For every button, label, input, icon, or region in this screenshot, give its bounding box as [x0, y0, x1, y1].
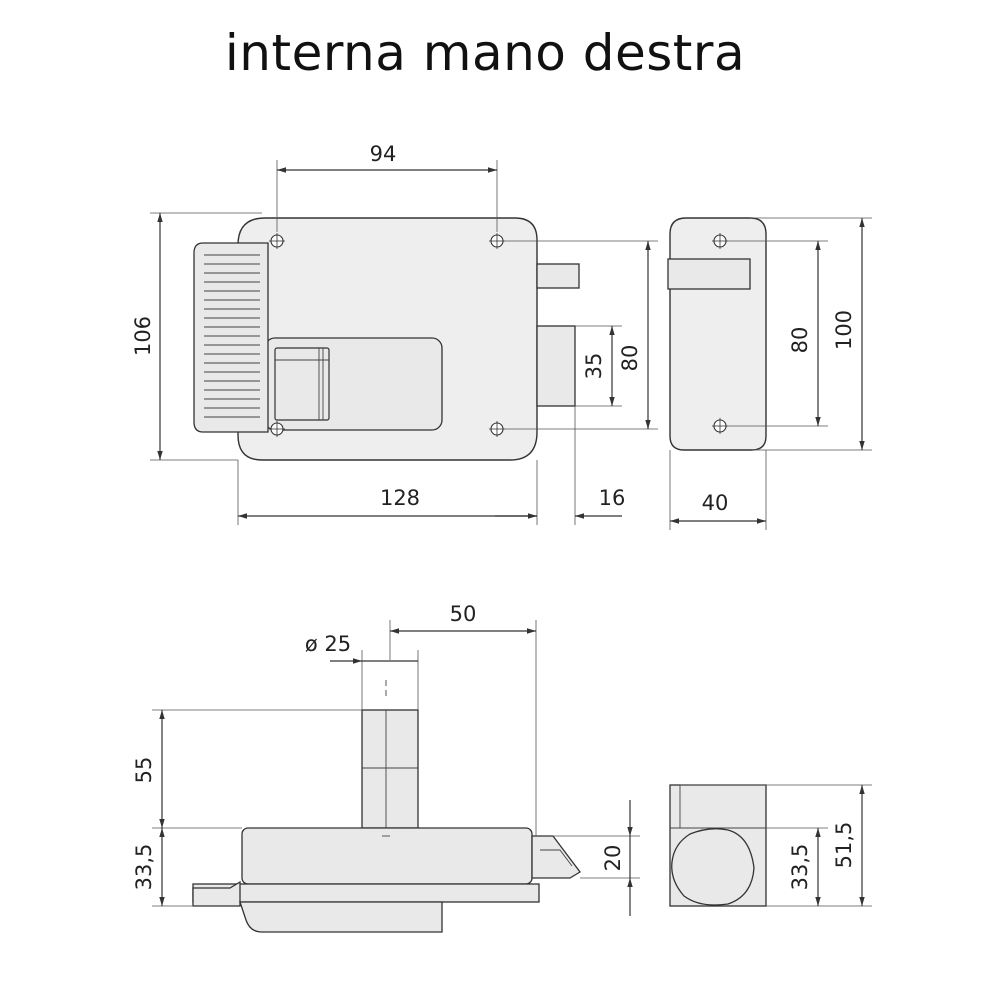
dim-label-94: 94 — [370, 142, 397, 166]
dimension-side-hole-spacing: 80 — [728, 240, 828, 427]
handle-knob — [274, 347, 330, 421]
dimension-side-bottom-height: 33,5 — [766, 827, 872, 907]
dimension-side-height: 100 — [750, 217, 872, 451]
latch-wedge — [531, 835, 581, 879]
dim-label-55: 55 — [132, 757, 156, 784]
cylinder — [361, 709, 419, 829]
mounting-hole — [489, 233, 505, 249]
dimension-bolt-projection: 16 — [495, 406, 625, 525]
dim-label-16: 16 — [599, 486, 626, 510]
side-section-view: 33,5 51,5 — [669, 784, 872, 907]
section-knob — [671, 828, 755, 906]
side-view: 80 100 40 — [667, 217, 872, 530]
dimension-side-depth: 40 — [669, 450, 767, 530]
mounting-hole — [269, 233, 285, 249]
dim-label-51-5: 51,5 — [832, 822, 856, 869]
baseplate — [192, 883, 540, 903]
mounting-hole — [269, 421, 285, 437]
dimension-base-height: 33,5 — [132, 828, 193, 907]
dim-label-diameter: ø 25 — [305, 632, 351, 656]
dimension-top-hole-spacing: 94 — [276, 142, 498, 232]
dimension-latch-height: 35 — [575, 325, 622, 407]
dim-label-40: 40 — [702, 491, 729, 515]
mounting-hole — [489, 421, 505, 437]
dim-label-100: 100 — [832, 310, 856, 350]
dim-label-33-5: 33,5 — [132, 844, 156, 891]
dimension-total-height: 106 — [131, 212, 262, 461]
dimension-hole-vertical-spacing: 80 — [505, 240, 658, 430]
dim-label-50: 50 — [450, 602, 477, 626]
handle-tab — [192, 880, 241, 907]
dim-label-35: 35 — [582, 353, 606, 380]
dim-label-80: 80 — [618, 345, 642, 372]
dimension-body-width: 128 — [237, 460, 538, 525]
top-view: ø 25 50 55 33,5 — [132, 602, 640, 933]
dimension-side-bottom-total: 51,5 — [680, 784, 872, 906]
deadbolt — [536, 263, 580, 289]
dimension-cylinder-length: 55 — [132, 709, 362, 829]
page-title: interna mano destra — [224, 24, 746, 82]
mounting-hole — [712, 418, 728, 434]
bottom-cover — [239, 901, 443, 933]
dim-label-128: 128 — [380, 486, 420, 510]
dim-label-33-5-side: 33,5 — [788, 844, 812, 891]
dimension-cylinder-offset: 50 — [389, 602, 537, 836]
side-clip — [667, 258, 751, 290]
ribbed-grip — [193, 242, 269, 433]
mounting-hole — [712, 233, 728, 249]
inner-panel — [264, 337, 443, 431]
side-body — [669, 217, 767, 451]
front-view: 94 106 128 16 — [131, 142, 658, 525]
dimension-latch-thickness: 20 — [553, 800, 640, 916]
latch — [536, 325, 576, 407]
dim-label-106: 106 — [131, 316, 155, 356]
dimension-cylinder-diameter: ø 25 — [305, 632, 419, 710]
dim-label-80-side: 80 — [788, 327, 812, 354]
grip-ribs — [204, 254, 260, 418]
dim-label-20: 20 — [601, 845, 625, 872]
